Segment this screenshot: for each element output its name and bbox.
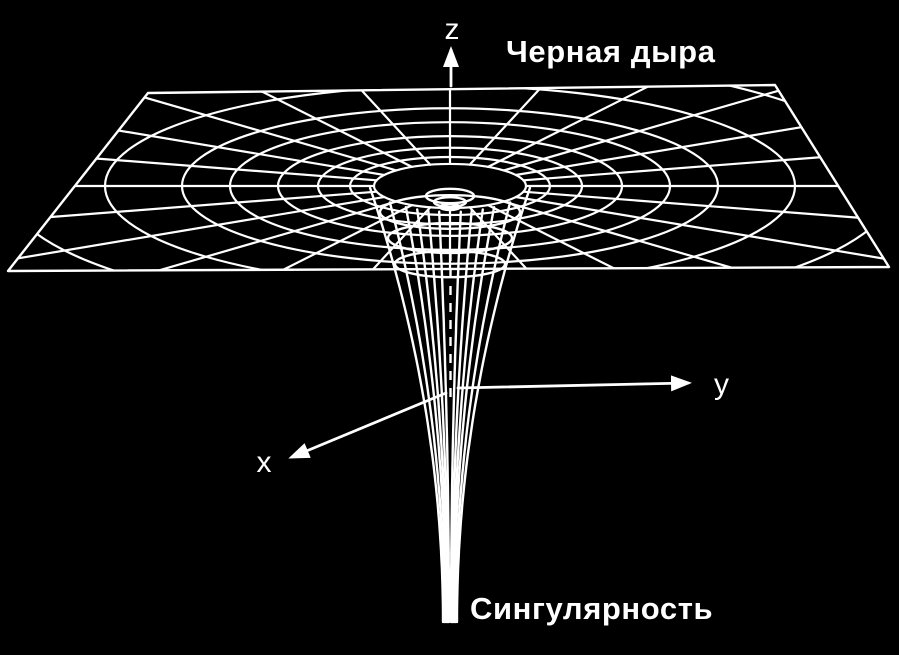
funnel-meridian (416, 208, 449, 624)
grid-spoke (38, 203, 414, 271)
y-axis-arrow (456, 375, 692, 392)
plane-boundary (6, 83, 891, 273)
funnel-meridian (455, 186, 532, 624)
funnel-meridian (451, 208, 484, 624)
curved-grid-plane (8, 85, 889, 271)
grid-spoke (514, 85, 889, 177)
grid-spoke (502, 200, 889, 271)
grid-spoke (8, 200, 398, 271)
grid-spoke (514, 195, 889, 271)
grid-spoke (8, 195, 386, 271)
funnel-meridian (438, 210, 451, 624)
x-axis-arrow (288, 391, 448, 459)
grid-spoke (236, 206, 432, 271)
grid-spoke (8, 85, 386, 177)
grid-spoke (468, 85, 664, 166)
axis-label-z: z (445, 13, 460, 46)
grid-spoke (486, 85, 862, 169)
funnel-deep-ring (438, 202, 462, 212)
funnel-deep-ring (432, 195, 468, 208)
grid-spoke (468, 206, 664, 271)
axis-label-y: y (714, 368, 729, 401)
funnel-meridian (450, 209, 473, 624)
coordinate-axes (288, 46, 692, 459)
grid-spoke (502, 85, 889, 172)
black-hole-label: Черная дыра (506, 34, 716, 69)
grid-spoke (38, 85, 414, 169)
funnel-meridian (368, 186, 445, 624)
grid-spoke (236, 85, 432, 166)
funnel-meridian (453, 205, 496, 624)
axis-label-x: x (257, 446, 272, 479)
funnel-meridian (449, 210, 462, 624)
singularity-label: Сингулярность (470, 591, 713, 626)
funnel-meridian (404, 205, 447, 624)
funnel-ring (378, 193, 522, 230)
funnel-meridian (427, 209, 450, 624)
grid-spoke (486, 203, 862, 271)
gravity-well-funnel (368, 186, 532, 624)
